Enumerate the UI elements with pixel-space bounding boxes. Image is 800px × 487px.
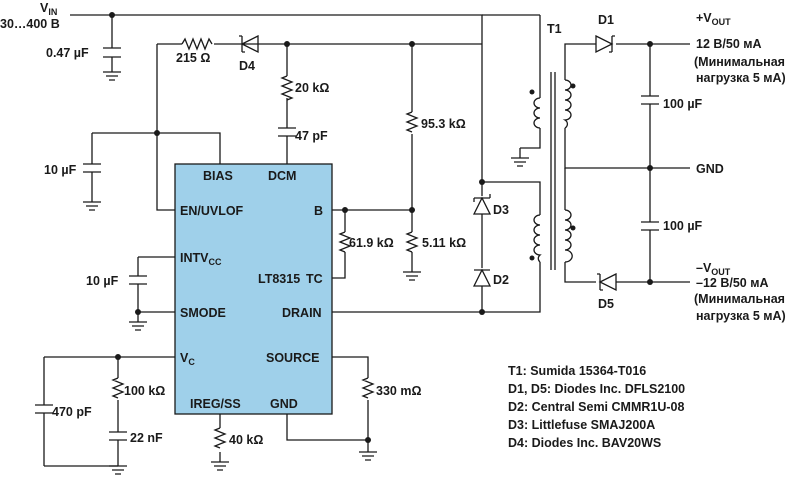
resistor-215 <box>181 37 213 51</box>
c-dcm-label: 47 pF <box>295 129 328 143</box>
bom-line: D4: Diodes Inc. BAV20WS <box>508 436 661 450</box>
pin-drain: DRAIN <box>282 306 322 320</box>
diodes <box>238 34 617 292</box>
r20k-label: 20 kΩ <box>295 81 329 95</box>
c-in-label: 0.47 µF <box>46 46 89 60</box>
resistor-61k <box>338 231 352 253</box>
c-470-label: 470 pF <box>52 405 92 419</box>
r215-label: 215 Ω <box>176 51 210 65</box>
r100k-label: 100 kΩ <box>124 384 165 398</box>
c-bias-label: 10 µF <box>44 163 77 177</box>
r40k-label: 40 kΩ <box>229 433 263 447</box>
d3-label: D3 <box>493 203 509 217</box>
resistor-95k <box>405 111 419 133</box>
bom-line: D2: Central Semi CMMR1U-08 <box>508 400 684 414</box>
pin-iregss: IREG/SS <box>190 397 241 411</box>
vin-range: 30…400 В <box>0 17 60 31</box>
pin-intv: INTVCC <box>180 251 222 267</box>
lt8315-ic <box>174 163 333 415</box>
r95k-label: 95.3 kΩ <box>421 117 466 131</box>
diode-d2 <box>472 268 492 287</box>
diode-d3 <box>472 194 492 215</box>
d4-label: D4 <box>239 59 255 73</box>
pin-bias: BIAS <box>203 169 233 183</box>
pin-smode: SMODE <box>180 306 226 320</box>
r5k-label: 5.11 kΩ <box>422 236 466 250</box>
junctions <box>109 12 653 443</box>
resistor-100k <box>111 377 125 399</box>
resistor-5k <box>405 231 419 253</box>
vout-pos-label: +VOUT <box>696 11 731 27</box>
bom-line: D1, D5: Diodes Inc. DFLS2100 <box>508 382 685 396</box>
pin-dcm: DCM <box>268 169 296 183</box>
c-out2-label: 100 µF <box>663 219 703 233</box>
c-intv-label: 10 µF <box>86 274 119 288</box>
resistors <box>111 37 419 449</box>
vout-neg-spec: –12 В/50 мА <box>696 276 768 290</box>
vout-pos-note1: (Минимальная <box>694 55 785 69</box>
vout-pos-spec: 12 В/50 мА <box>696 37 762 51</box>
pin-en: EN/UVLOF <box>180 204 244 218</box>
vout-neg-note2: нагрузка 5 мА) <box>696 309 786 323</box>
d5-label: D5 <box>598 297 614 311</box>
diode-d1 <box>595 34 615 54</box>
bom-line: T1: Sumida 15364-T016 <box>508 364 646 378</box>
wires <box>35 14 690 475</box>
vout-pos-note2: нагрузка 5 мА) <box>696 71 786 85</box>
t1-label: T1 <box>547 22 562 36</box>
pin-gnd: GND <box>270 397 298 411</box>
d2-label: D2 <box>493 273 509 287</box>
pin-vc: VC <box>180 351 195 367</box>
gnd-out-label: GND <box>696 162 724 176</box>
vout-neg-label: –VOUT <box>696 261 731 277</box>
bom-line: D3: Littlefuse SMAJ200A <box>508 418 655 432</box>
d1-label: D1 <box>598 13 614 27</box>
r61k-label: 61.9 kΩ <box>349 236 394 250</box>
resistor-20k <box>280 75 294 101</box>
vout-neg-note1: (Минимальная <box>694 292 785 306</box>
c-22-label: 22 nF <box>130 431 163 445</box>
pin-source: SOURCE <box>266 351 319 365</box>
r330-label: 330 mΩ <box>376 384 421 398</box>
pin-tc: TC <box>306 272 323 286</box>
resistor-330m <box>361 377 375 399</box>
resistor-40k <box>213 427 227 449</box>
diode-d4 <box>238 34 259 54</box>
pin-b: B <box>314 204 323 218</box>
vin-label: VIN <box>40 1 57 17</box>
transformer-t1 <box>529 72 576 270</box>
diode-d5 <box>597 272 617 292</box>
c-out1-label: 100 µF <box>663 97 703 111</box>
ic-name: LT8315 <box>258 272 300 286</box>
